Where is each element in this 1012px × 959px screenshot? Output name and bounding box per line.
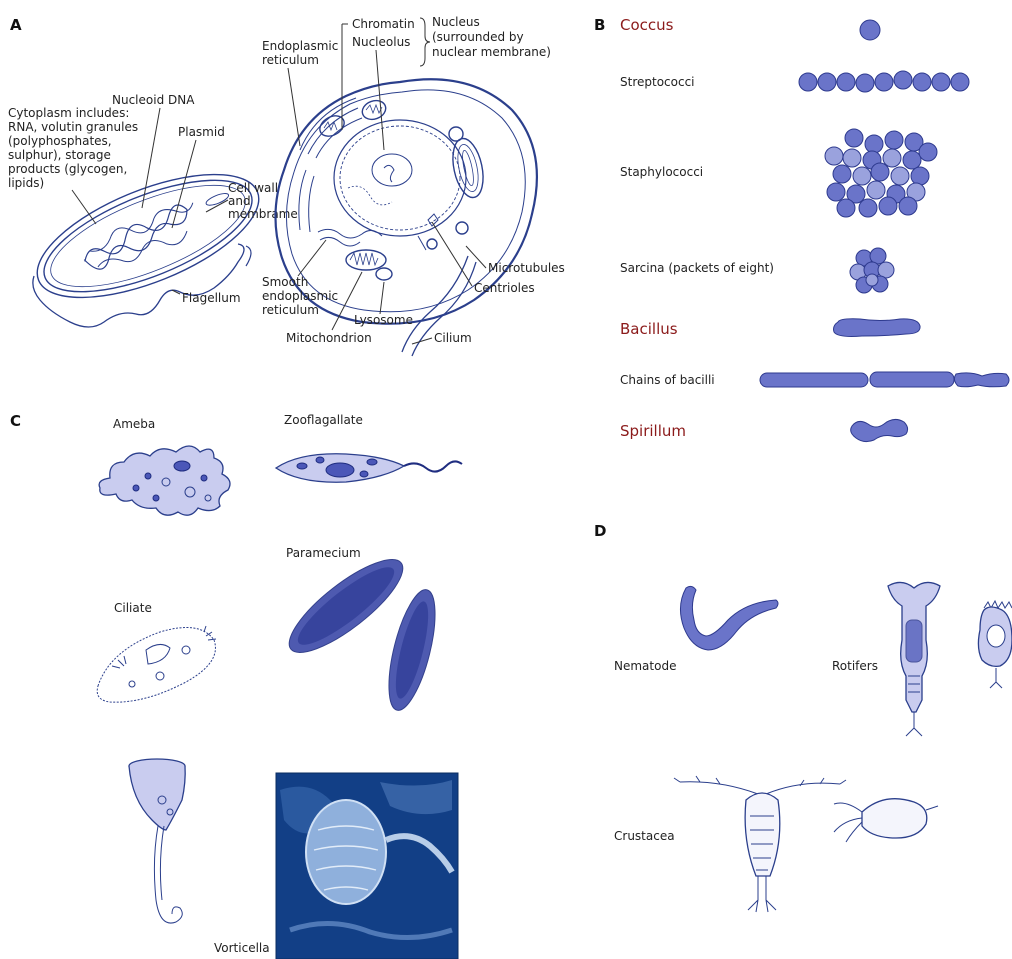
cytoplasm-label-1: Cytoplasm includes: <box>8 106 129 120</box>
ameba-drawing <box>99 446 230 515</box>
nucleolus-label: Nucleolus <box>352 35 410 49</box>
prokaryote-labels: Cytoplasm includes: RNA, volutin granule… <box>8 93 298 305</box>
panel-c-letter: C <box>10 412 21 430</box>
er-label-1: Endoplasmic <box>262 39 338 53</box>
plasmid-label: Plasmid <box>178 125 225 139</box>
centrioles-label: Centrioles <box>474 281 535 295</box>
flagellum-label: Flagellum <box>182 291 241 305</box>
sarcina-drawing <box>850 248 894 293</box>
cytoplasm-label-3: (polyphosphates, <box>8 134 112 148</box>
nucleoid-dna-label: Nucleoid DNA <box>112 93 195 107</box>
smooth-er-label-2: endoplasmic <box>262 289 338 303</box>
spirillum-label: Spirillum <box>620 422 686 440</box>
sarcina-label: Sarcina (packets of eight) <box>620 261 774 275</box>
spirillum-drawing <box>851 419 908 441</box>
ciliate-drawing <box>97 626 216 702</box>
cilium-label: Cilium <box>434 331 472 345</box>
smooth-er-label-1: Smooth <box>262 275 308 289</box>
cytoplasm-label-5: products (glycogen, <box>8 162 127 176</box>
rotifers-label: Rotifers <box>832 659 878 673</box>
nematode-label: Nematode <box>614 659 676 673</box>
rotifer-small-drawing <box>978 601 1012 688</box>
vorticella-drawing <box>129 759 185 923</box>
ciliate-label: Ciliate <box>114 601 152 615</box>
staphylococci-label: Staphylococci <box>620 165 703 179</box>
panel-a-letter: A <box>10 16 22 34</box>
panel-b-labels: Coccus Streptococci Staphylococci Sarcin… <box>620 16 774 440</box>
zooflagellate-label: Zooflagallate <box>284 413 363 427</box>
er-label-2: reticulum <box>262 53 319 67</box>
smooth-er-label-3: reticulum <box>262 303 319 317</box>
coccus-label: Coccus <box>620 16 674 34</box>
ameba-label: Ameba <box>113 417 155 431</box>
vorticella-label: Vorticella <box>214 941 270 955</box>
rotifer-large-drawing <box>888 582 940 736</box>
staphylococci-drawing <box>825 129 937 217</box>
nucleus-label-3: nuclear membrane) <box>432 45 551 59</box>
ostracod-drawing <box>834 799 938 842</box>
chains-of-bacilli-drawing <box>760 372 1009 387</box>
nucleus-label-2: (surrounded by <box>432 30 524 44</box>
copepod-drawing <box>674 776 846 912</box>
lysosome-label: Lysosome <box>354 313 413 327</box>
nematode-drawing <box>680 586 778 650</box>
cytoplasm-label-2: RNA, volutin granules <box>8 120 138 134</box>
panel-d-letter: D <box>594 522 606 540</box>
cytoplasm-label-6: lipids) <box>8 176 44 190</box>
bacillus-drawing <box>834 319 921 337</box>
cell-wall-label-1: Cell wall <box>228 181 278 195</box>
cell-wall-label-3: membrame <box>228 207 298 221</box>
eukaryote-labels: Endoplasmic reticulum Chromatin Nucleolu… <box>262 15 565 345</box>
coccus-drawing <box>860 20 880 40</box>
panel-b-letter: B <box>594 16 605 34</box>
paramecium-drawing <box>277 546 444 715</box>
nucleus-label-1: Nucleus <box>432 15 480 29</box>
cell-wall-label-2: and <box>228 194 251 208</box>
streptococci-label: Streptococci <box>620 75 695 89</box>
chromatin-label: Chromatin <box>352 17 415 31</box>
zooflagellate-drawing <box>276 454 462 482</box>
bacillus-label: Bacillus <box>620 320 678 338</box>
vorticella-micrograph <box>276 773 458 959</box>
streptococci-drawing <box>799 71 969 92</box>
paramecium-label: Paramecium <box>286 546 361 560</box>
cytoplasm-label-4: sulphur), storage <box>8 148 111 162</box>
mitochondrion-label: Mitochondrion <box>286 331 372 345</box>
chains-label: Chains of bacilli <box>620 373 715 387</box>
microtubules-label: Microtubules <box>488 261 565 275</box>
crustacea-label: Crustacea <box>614 829 675 843</box>
